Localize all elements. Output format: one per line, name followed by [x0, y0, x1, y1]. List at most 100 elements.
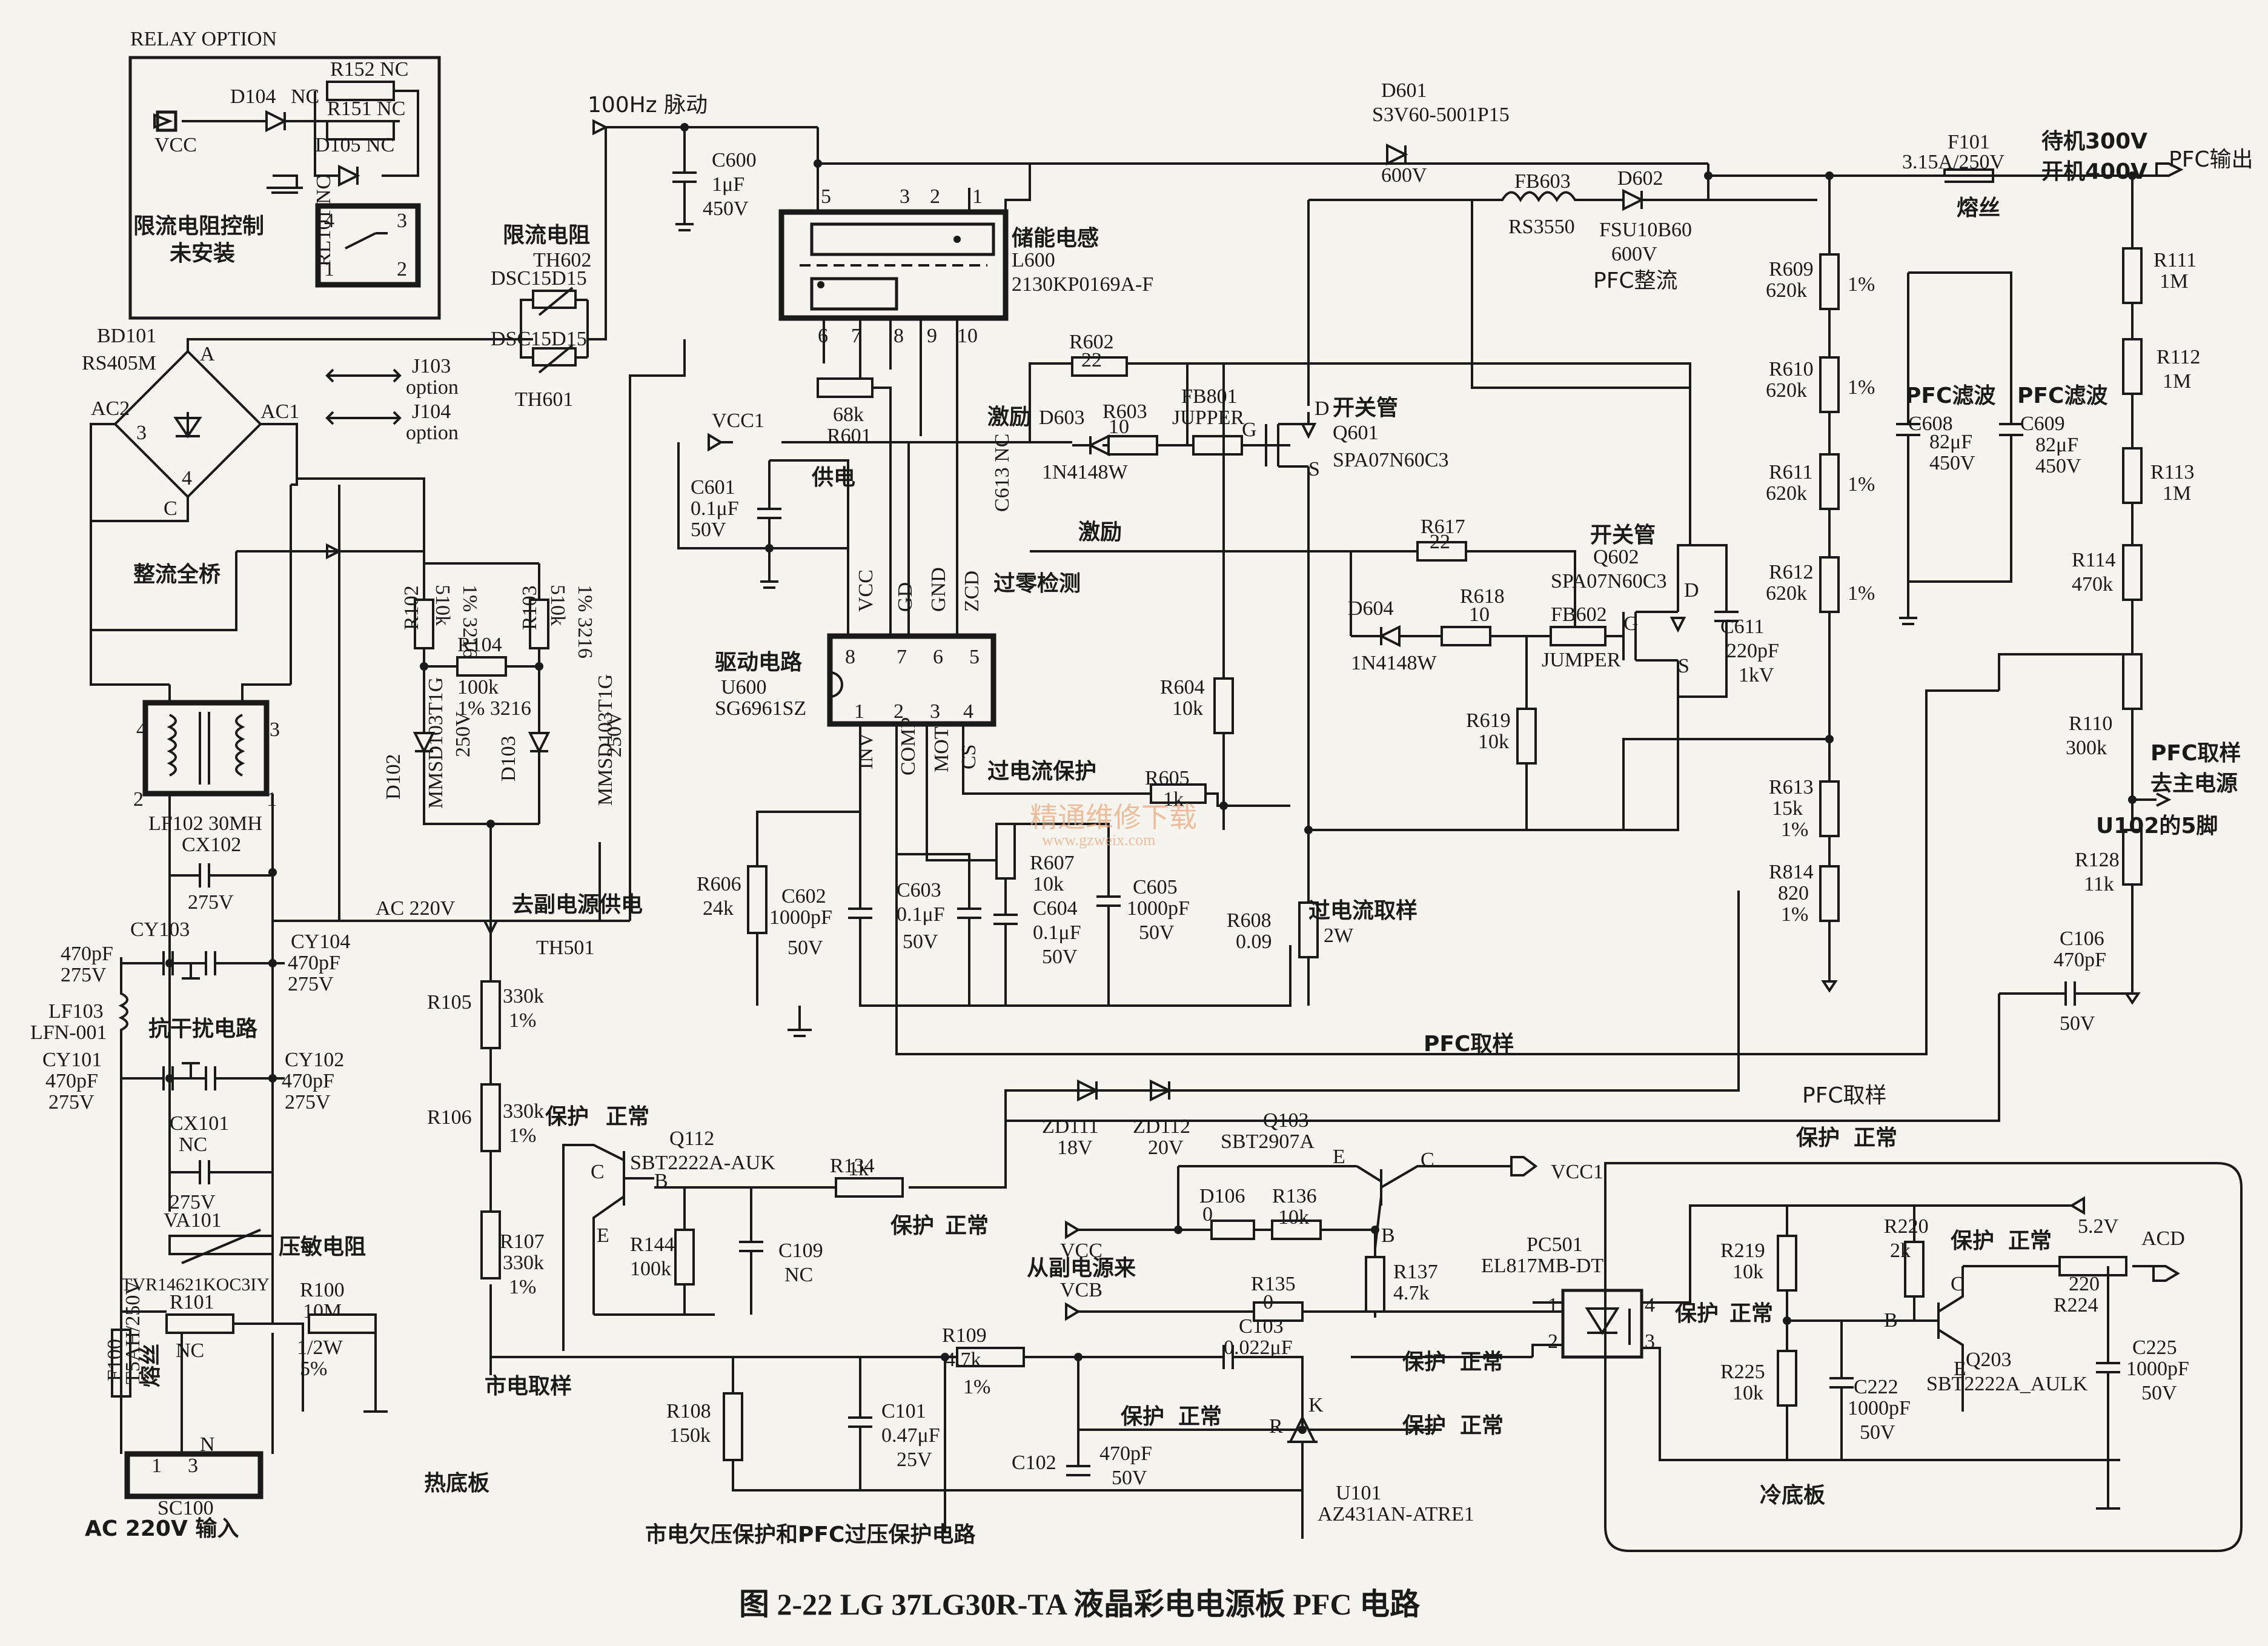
cx102-value: 275V	[188, 891, 234, 914]
svg-text:AZ431AN-ATRE1: AZ431AN-ATRE1	[1318, 1503, 1474, 1525]
to-main-label: 去主电源	[2150, 771, 2238, 796]
d602-label: D602	[1617, 167, 1663, 190]
cold-side: 冷底板 PC501 EL817MB-DT 1 2 4 3 保护 正常 R219 …	[1481, 1162, 2243, 1552]
svg-text:4: 4	[963, 700, 973, 723]
r611-label: R611	[1769, 461, 1812, 483]
svg-text:10k: 10k	[1732, 1382, 1763, 1404]
svg-text:保护: 保护	[545, 1104, 589, 1129]
svg-text:3: 3	[397, 210, 407, 232]
d601-label: D601	[1381, 79, 1427, 102]
svg-text:2: 2	[133, 788, 144, 811]
svg-text:0.1μF: 0.1μF	[1033, 921, 1081, 944]
svg-text:CS: CS	[958, 744, 980, 769]
svg-text:正常: 正常	[606, 1104, 649, 1129]
r104-label: R104	[457, 634, 502, 656]
cx101-label: CX101	[170, 1112, 229, 1135]
svg-text:E: E	[597, 1224, 609, 1247]
th602-label: TH602	[533, 249, 591, 271]
svg-text:7: 7	[851, 325, 861, 347]
fb603-label: FB603	[1514, 170, 1571, 193]
svg-text:620k: 620k	[1766, 582, 1807, 605]
svg-text:正常: 正常	[1460, 1413, 1504, 1438]
svg-text:1%: 1%	[1781, 903, 1808, 926]
r128-label: R128	[2075, 849, 2120, 871]
svg-text:NC: NC	[179, 1133, 207, 1156]
svg-text:4.7k: 4.7k	[1393, 1282, 1430, 1304]
r619-label: R619	[1466, 709, 1511, 732]
svg-text:330k: 330k	[503, 1252, 544, 1274]
svg-text:B: B	[1884, 1309, 1898, 1332]
r135-label: R135	[1251, 1273, 1296, 1295]
svg-text:1M: 1M	[2163, 482, 2191, 505]
output-dividers: R609 620k 1% R610 620k 1% R611 620k 1% R…	[1006, 176, 2241, 1122]
svg-text:0.47μF: 0.47μF	[881, 1424, 940, 1447]
svg-text:1000pF: 1000pF	[1127, 897, 1190, 920]
svg-text:G: G	[1623, 612, 1639, 635]
svg-text:0: 0	[1202, 1203, 1213, 1226]
svg-text:1N4148W: 1N4148W	[1042, 461, 1129, 483]
c101-label: C101	[881, 1400, 926, 1422]
svg-text:275V: 275V	[48, 1091, 94, 1113]
f101-label: F101	[1948, 131, 1990, 153]
d603-label: D603	[1039, 407, 1085, 429]
svg-text:C: C	[164, 497, 177, 520]
svg-text:50V: 50V	[1860, 1421, 1895, 1444]
r103-label: R103	[519, 585, 541, 630]
c609-label: C609	[2020, 413, 2065, 435]
q203-label: Q203	[1966, 1349, 2012, 1371]
q112-protection: 保护 正常 Q112 SBT2222A-AUK C B E R134 1k R1…	[545, 891, 1897, 1351]
svg-text:10: 10	[1109, 416, 1129, 438]
svg-text:B: B	[1381, 1224, 1395, 1247]
svg-text:D: D	[1684, 579, 1699, 602]
cold-side-label: 冷底板	[1760, 1483, 1825, 1508]
svg-text:1000pF: 1000pF	[1848, 1397, 1911, 1419]
svg-text:3: 3	[270, 718, 280, 741]
pfc-output-label: PFC输出	[2169, 147, 2253, 172]
d601-part: S3V60-5001P15	[1372, 104, 1510, 126]
cy103-label: CY103	[130, 918, 190, 941]
r103-value: 510k	[546, 585, 569, 626]
svg-text:10k: 10k	[1278, 1206, 1309, 1229]
c608-label: C608	[1908, 413, 1953, 435]
d103-label: D103	[497, 735, 520, 782]
svg-text:2: 2	[1548, 1330, 1558, 1353]
mains-sample-chain: R105 330k 1% R106 330k 1% R107 330k 1% 市…	[427, 936, 1474, 1547]
r113-label: R113	[2150, 461, 2194, 483]
svg-text:1N4148W: 1N4148W	[1351, 652, 1437, 674]
svg-text:SBT2222A_AULK: SBT2222A_AULK	[1926, 1373, 2088, 1395]
svg-text:8: 8	[894, 325, 904, 347]
r219-label: R219	[1720, 1239, 1765, 1262]
c600-value: 1μF	[712, 173, 744, 196]
svg-text:50V: 50V	[788, 937, 823, 959]
va101-label: VA101	[164, 1209, 222, 1232]
svg-text:4: 4	[1645, 1294, 1655, 1316]
svg-text:50V: 50V	[2141, 1382, 2177, 1404]
r224-label: R224	[2054, 1294, 2098, 1316]
svg-text:LFN-001: LFN-001	[30, 1021, 107, 1044]
svg-text:1%: 1%	[1848, 273, 1875, 296]
svg-text:450V: 450V	[2035, 455, 2081, 477]
svg-text:正常: 正常	[1729, 1301, 1773, 1326]
svg-text:330k: 330k	[503, 1100, 544, 1123]
svg-text:保护: 保护	[890, 1213, 934, 1238]
svg-text:22: 22	[1430, 531, 1450, 553]
svg-text:N: N	[200, 1433, 215, 1456]
svg-text:1%: 1%	[963, 1376, 990, 1398]
r618-label: R618	[1460, 585, 1505, 608]
relay-option-block: RELAY OPTION VCC D104 NC R152 NC R151 NC…	[128, 28, 441, 320]
svg-text:option: option	[406, 376, 459, 399]
svg-text:3: 3	[136, 422, 147, 444]
svg-text:C: C	[1951, 1273, 1965, 1295]
c109-label: C109	[778, 1239, 823, 1262]
svg-text:1k: 1k	[1163, 788, 1184, 811]
svg-text:G: G	[1242, 419, 1257, 441]
svg-text:4: 4	[182, 467, 192, 489]
svg-text:620k: 620k	[1766, 379, 1807, 402]
emi-filter: 4 3 2 1 LF102 30MH CX102 275V AC 220V CY…	[30, 339, 686, 1541]
watermark-url: www.gzweix.com	[1042, 831, 1155, 849]
svg-text:50V: 50V	[1042, 946, 1078, 968]
sg6961-label: SG6961SZ	[715, 697, 806, 720]
d105-label: D105 NC	[315, 134, 394, 156]
svg-text:5: 5	[821, 185, 831, 208]
